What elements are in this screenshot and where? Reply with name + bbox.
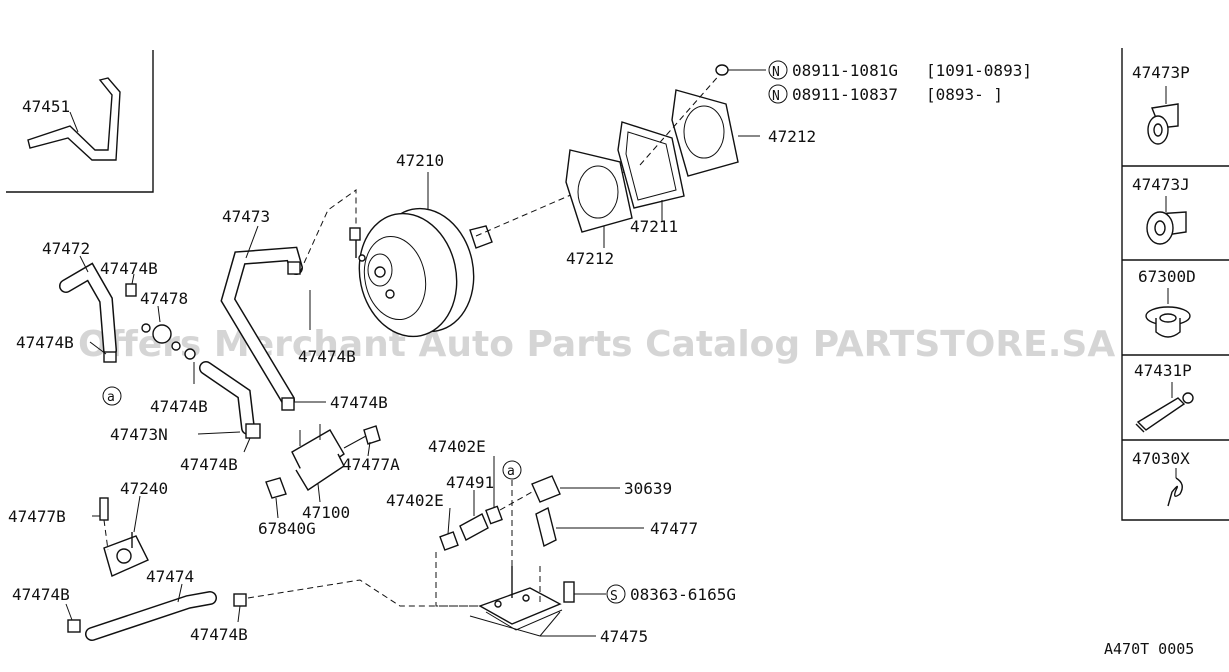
part-47240: 47240 47477B xyxy=(8,479,168,577)
callout-47474B-f: 47474B xyxy=(180,455,238,474)
watermark: Offers Merchant Auto Parts Catalog PARTS… xyxy=(78,324,1115,365)
hose-47472: 47472 47474B 47478 47474B a xyxy=(16,239,188,406)
inset-box-47451: 47451 xyxy=(6,50,154,193)
circle-n-letter-1: N xyxy=(772,65,780,80)
nut2-part-number: 08911-10837 xyxy=(792,85,898,104)
side-panel-label-5: 47030X xyxy=(1132,449,1190,468)
callout-47212-lower: 47212 xyxy=(566,249,614,268)
callout-47474B-e: 47474B xyxy=(330,393,388,412)
callout-47473N: 47473N xyxy=(110,425,168,444)
nut1-part-number: 08911-1081G xyxy=(792,61,898,80)
callout-47473: 47473 xyxy=(222,207,270,226)
callout-47474B-d: 47474B xyxy=(150,397,208,416)
callout-47240: 47240 xyxy=(120,479,168,498)
side-panel-label-4: 47431P xyxy=(1134,361,1192,380)
circle-n-icon-1 xyxy=(768,60,788,80)
callout-47210: 47210 xyxy=(396,151,444,170)
callout-30639: 30639 xyxy=(624,479,672,498)
callout-47100: 47100 xyxy=(302,503,350,522)
circle-s-icon xyxy=(606,584,626,604)
bolt-part-number: 08363-6165G xyxy=(630,585,736,604)
callout-47402E-a: 47402E xyxy=(428,437,486,456)
pin-47431p-icon xyxy=(1135,382,1194,433)
callout-47477A: 47477A xyxy=(342,455,400,474)
nut2-range: [0893- ] xyxy=(926,85,1003,104)
callout-47474: 47474 xyxy=(146,567,194,586)
callout-47475: 47475 xyxy=(600,627,648,646)
side-panel-label-3: 67300D xyxy=(1138,267,1196,286)
circle-a-icon-1 xyxy=(102,386,122,406)
callout-47474B-c: 47474B xyxy=(298,347,356,366)
bracket-47475: 47475 xyxy=(435,552,648,646)
callout-47211: 47211 xyxy=(630,217,678,236)
callout-47491: 47491 xyxy=(446,473,494,492)
grommet-67300d-icon xyxy=(1145,288,1191,338)
side-panel: 47473P 47473J 67300D 47431P 47030X xyxy=(1121,48,1229,521)
hose-47473: 47473 47474B xyxy=(220,189,357,407)
bolt-08363-6165g: S 08363-6165G xyxy=(563,581,736,604)
nut-callouts: N 08911-1081G [1091-0893] N 08911-10837 … xyxy=(715,60,1032,104)
circle-n-icon-2 xyxy=(768,84,788,104)
valve-47100: 47477A 47100 67840G xyxy=(258,424,400,538)
callout-47212-upper: 47212 xyxy=(768,127,816,146)
nut1-range: [1091-0893] xyxy=(926,61,1032,80)
hose-47474: 47474 47474B 47474B xyxy=(12,567,480,644)
callout-67840G: 67840G xyxy=(258,519,316,538)
clip-47030x-icon xyxy=(1167,468,1183,507)
side-panel-label-2: 47473J xyxy=(1132,175,1190,194)
callout-47477: 47477 xyxy=(650,519,698,538)
gasket-47212-lower: 47212 xyxy=(565,149,633,268)
hose-47473n: 47474B 47473N 47474B xyxy=(110,341,261,474)
callout-47474B-a: 47474B xyxy=(100,259,158,278)
clamp-47474b-e: 47474B xyxy=(281,393,388,412)
callout-47474B-b: 47474B xyxy=(16,333,74,352)
gasket-47211: 47211 xyxy=(617,121,685,236)
circle-a-icon-2 xyxy=(502,460,522,480)
check-valve-group: 47402E 47491 47402E a 30639 47477 xyxy=(386,437,698,566)
clip-47473p-icon xyxy=(1147,86,1179,145)
circle-a-letter-1: a xyxy=(107,390,115,405)
callout-47472: 47472 xyxy=(42,239,90,258)
circle-a-letter-2: a xyxy=(507,464,515,479)
assembly-line-gaskets xyxy=(639,71,723,166)
callout-47451: 47451 xyxy=(22,97,70,116)
brake-booster-47210: 47210 xyxy=(349,151,641,338)
circle-s-letter: S xyxy=(610,589,618,604)
side-panel-label-1: 47473P xyxy=(1132,63,1190,82)
callout-47474B-g: 47474B xyxy=(12,585,70,604)
callout-47402E-b: 47402E xyxy=(386,491,444,510)
gasket-47212-upper: 47212 xyxy=(671,89,816,177)
circle-n-letter-2: N xyxy=(772,89,780,104)
callout-47478: 47478 xyxy=(140,289,188,308)
callout-47477B: 47477B xyxy=(8,507,66,526)
callout-47474B-h: 47474B xyxy=(190,625,248,644)
clip-47473j-icon xyxy=(1146,196,1187,245)
diagram-code: A470T 0005 xyxy=(1104,640,1194,658)
